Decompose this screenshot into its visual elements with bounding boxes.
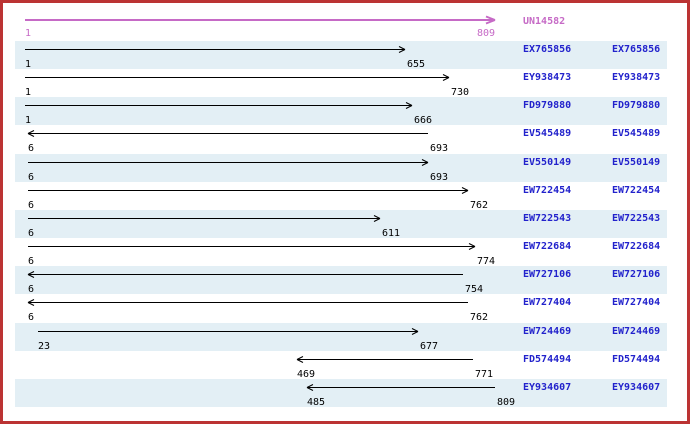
alignment-arrow-left <box>306 384 495 391</box>
ruler-end-coord: 809 <box>476 28 495 39</box>
accession-label[interactable]: EW722543 <box>523 213 572 224</box>
alignment-row: 1 730 EY938473 EY938473 <box>3 69 687 98</box>
alignment-start-coord: 469 <box>297 369 316 380</box>
alignment-end-coord: 677 <box>420 341 439 352</box>
alignment-arrow-right <box>25 102 413 109</box>
alignment-end-coord: 666 <box>414 115 433 126</box>
accession-label-secondary[interactable]: EY934607 <box>612 382 661 393</box>
alignment-end-coord: 762 <box>470 312 489 323</box>
accession-label[interactable]: EW727404 <box>523 297 572 308</box>
accession-label-secondary[interactable]: EW722543 <box>612 213 661 224</box>
alignment-row: 6 762 EW727404 EW727404 <box>3 294 687 323</box>
alignment-arrow-right <box>28 243 476 250</box>
alignment-row: 6 754 EW727106 EW727106 <box>3 266 687 295</box>
alignment-start-coord: 1 <box>25 59 32 70</box>
alignment-arrow-right <box>28 159 429 166</box>
alignment-row: 6 762 EW722454 EW722454 <box>3 182 687 211</box>
alignment-row: 6 611 EW722543 EW722543 <box>3 210 687 239</box>
alignment-start-coord: 6 <box>28 312 35 323</box>
alignment-arrow-right <box>25 46 406 53</box>
alignment-start-coord: 6 <box>28 200 35 211</box>
accession-label-secondary[interactable]: EW727404 <box>612 297 661 308</box>
accession-label-secondary[interactable]: EW722684 <box>612 241 661 252</box>
accession-label[interactable]: EY934607 <box>523 382 572 393</box>
alignment-start-coord: 1 <box>25 87 32 98</box>
accession-label-secondary[interactable]: EW724469 <box>612 326 661 337</box>
accession-label[interactable]: EW724469 <box>523 326 572 337</box>
alignment-end-coord: 655 <box>407 59 426 70</box>
alignment-start-coord: 6 <box>28 143 35 154</box>
accession-label-secondary[interactable]: FD979880 <box>612 100 661 111</box>
alignment-arrow-left <box>27 299 468 306</box>
accession-label[interactable]: EV550149 <box>523 157 572 168</box>
alignment-row: 1 655 EX765856 EX765856 <box>3 41 687 70</box>
alignment-start-coord: 6 <box>28 172 35 183</box>
row-highlight-band <box>15 154 667 182</box>
row-highlight-band <box>15 323 667 351</box>
alignment-row: 485 809 EY934607 EY934607 <box>3 379 687 408</box>
alignment-end-coord: 611 <box>382 228 401 239</box>
alignment-row: 469 771 FD574494 FD574494 <box>3 351 687 380</box>
alignment-arrow-right <box>28 215 381 222</box>
row-highlight-band <box>15 266 667 294</box>
accession-label-secondary[interactable]: EX765856 <box>612 44 661 55</box>
accession-label-secondary[interactable]: EW727106 <box>612 269 661 280</box>
ruler-start-coord: 1 <box>25 28 32 39</box>
alignment-end-coord: 762 <box>470 200 489 211</box>
alignment-row: 6 693 EV550149 EV550149 <box>3 154 687 183</box>
alignment-start-coord: 6 <box>28 284 35 295</box>
row-highlight-band <box>15 97 667 125</box>
accession-label-secondary[interactable]: EW722454 <box>612 185 661 196</box>
row-highlight-band <box>15 210 667 238</box>
alignment-arrow-left <box>27 271 463 278</box>
accession-label[interactable]: EY938473 <box>523 72 572 83</box>
alignment-row: 6 693 EV545489 EV545489 <box>3 125 687 154</box>
alignment-end-coord: 771 <box>475 369 494 380</box>
alignment-row: 23 677 EW724469 EW724469 <box>3 323 687 352</box>
alignment-end-coord: 774 <box>477 256 496 267</box>
ruler-row: 1 809 UN14582 <box>3 3 687 41</box>
alignment-end-coord: 730 <box>451 87 470 98</box>
accession-label-secondary[interactable]: EV550149 <box>612 157 661 168</box>
alignment-end-coord: 809 <box>497 397 516 408</box>
alignment-arrow-right <box>38 328 419 335</box>
reference-arrow <box>25 15 496 25</box>
alignment-arrow-right <box>25 74 450 81</box>
accession-label[interactable]: FD574494 <box>523 354 572 365</box>
alignment-start-coord: 1 <box>25 115 32 126</box>
alignment-end-coord: 693 <box>430 172 449 183</box>
alignment-end-coord: 693 <box>430 143 449 154</box>
alignment-row: 1 666 FD979880 FD979880 <box>3 97 687 126</box>
alignment-start-coord: 6 <box>28 228 35 239</box>
alignment-end-coord: 754 <box>465 284 484 295</box>
row-highlight-band <box>15 41 667 69</box>
accession-label-secondary[interactable]: EV545489 <box>612 128 661 139</box>
accession-label[interactable]: EX765856 <box>523 44 572 55</box>
accession-label-secondary[interactable]: EY938473 <box>612 72 661 83</box>
alignment-arrow-right <box>28 187 469 194</box>
accession-label[interactable]: EW727106 <box>523 269 572 280</box>
alignment-start-coord: 485 <box>307 397 326 408</box>
alignment-row: 6 774 EW722684 EW722684 <box>3 238 687 267</box>
accession-label[interactable]: EV545489 <box>523 128 572 139</box>
accession-label-secondary[interactable]: FD574494 <box>612 354 661 365</box>
accession-label[interactable]: FD979880 <box>523 100 572 111</box>
accession-label[interactable]: EW722454 <box>523 185 572 196</box>
accession-label[interactable]: EW722684 <box>523 241 572 252</box>
alignment-start-coord: 6 <box>28 256 35 267</box>
alignment-arrow-left <box>296 356 473 363</box>
row-highlight-band <box>15 379 667 407</box>
alignment-arrow-left <box>27 130 428 137</box>
reference-name: UN14582 <box>523 16 566 27</box>
alignment-start-coord: 23 <box>38 341 51 352</box>
